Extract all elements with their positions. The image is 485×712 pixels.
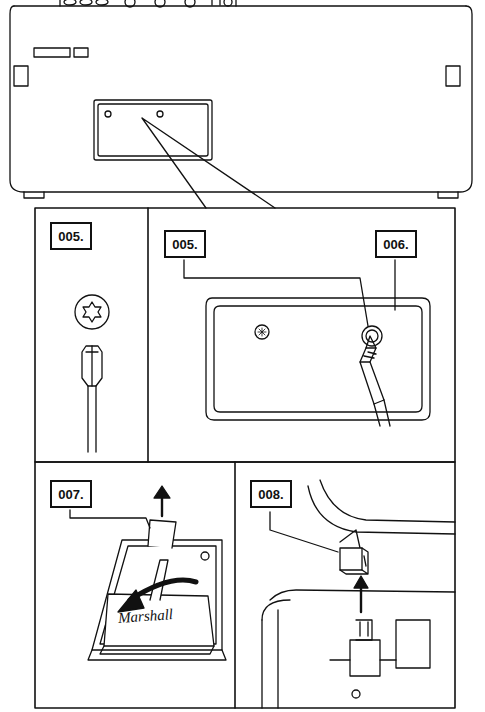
leader-line [70, 510, 150, 528]
callout-number: 008. [258, 487, 283, 502]
screwdriver-bit [82, 346, 102, 452]
callout-box: 005. [50, 222, 92, 250]
battery-pack [100, 560, 214, 654]
panel-frame [35, 208, 455, 708]
leader-line [394, 260, 395, 310]
callout-number: 007. [58, 487, 83, 502]
cable-connector [262, 480, 455, 708]
battery-compartment [88, 540, 226, 660]
callout-box: 006. [375, 230, 417, 258]
pull-tab [148, 520, 176, 548]
speaker-body [10, 0, 472, 198]
zoom-line [142, 118, 275, 208]
cover-plate [206, 298, 430, 420]
leader-line [184, 260, 368, 326]
torx-screw [75, 295, 109, 329]
arrow-head [154, 486, 170, 498]
screwdriver [360, 336, 390, 426]
callout-box: 007. [50, 480, 92, 508]
callout-number: 005. [58, 229, 83, 244]
callout-number: 005. [172, 237, 197, 252]
arrow-shaft [130, 580, 196, 600]
callout-number: 006. [383, 237, 408, 252]
callout-box: 005. [164, 230, 206, 258]
callout-box: 008. [250, 480, 292, 508]
arrow-head [354, 576, 368, 588]
leader-line [270, 512, 338, 552]
